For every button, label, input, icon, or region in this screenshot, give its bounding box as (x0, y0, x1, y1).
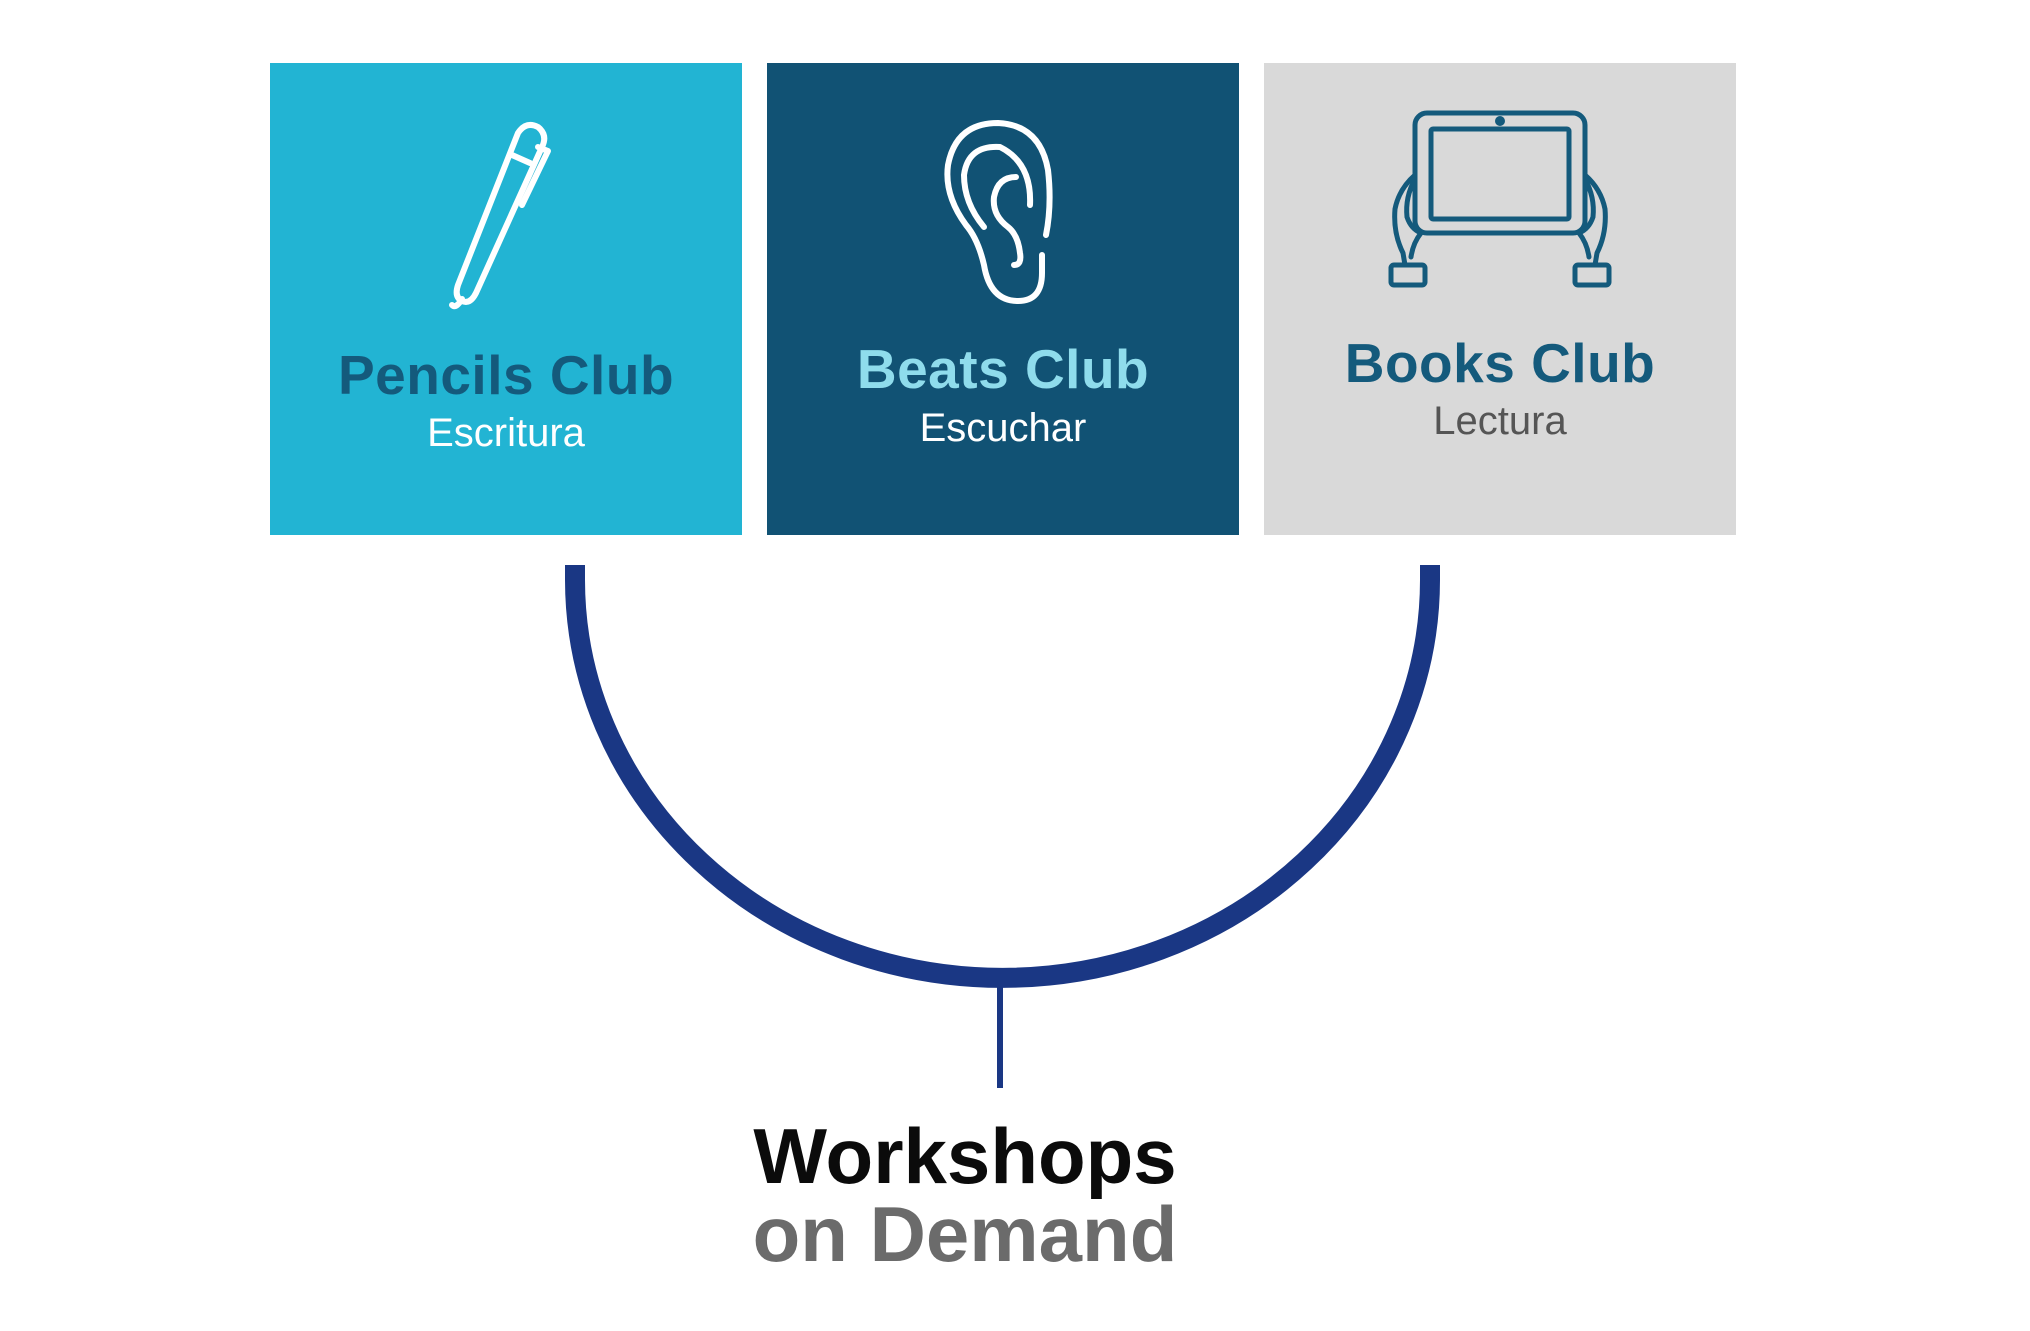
card-books-club: Books Club Lectura (1264, 63, 1736, 535)
club-title: Books Club (1344, 332, 1656, 394)
pen-icon (270, 113, 742, 313)
club-subtitle: Escuchar (919, 406, 1087, 450)
club-title: Beats Club (856, 338, 1150, 400)
footer-title-line1: Workshops (753, 1112, 1177, 1200)
card-beats-club: Beats Club Escuchar (767, 63, 1239, 535)
connector-arc-path (565, 565, 1440, 988)
footer-title-line2: on Demand (752, 1190, 1178, 1278)
club-title: Pencils Club (337, 344, 675, 406)
ear-icon (767, 115, 1239, 315)
club-subtitle: Lectura (1433, 399, 1567, 443)
tablet-icon (1264, 105, 1736, 295)
card-pencils-club: Pencils Club Escritura (270, 63, 742, 535)
club-subtitle: Escritura (427, 411, 585, 455)
